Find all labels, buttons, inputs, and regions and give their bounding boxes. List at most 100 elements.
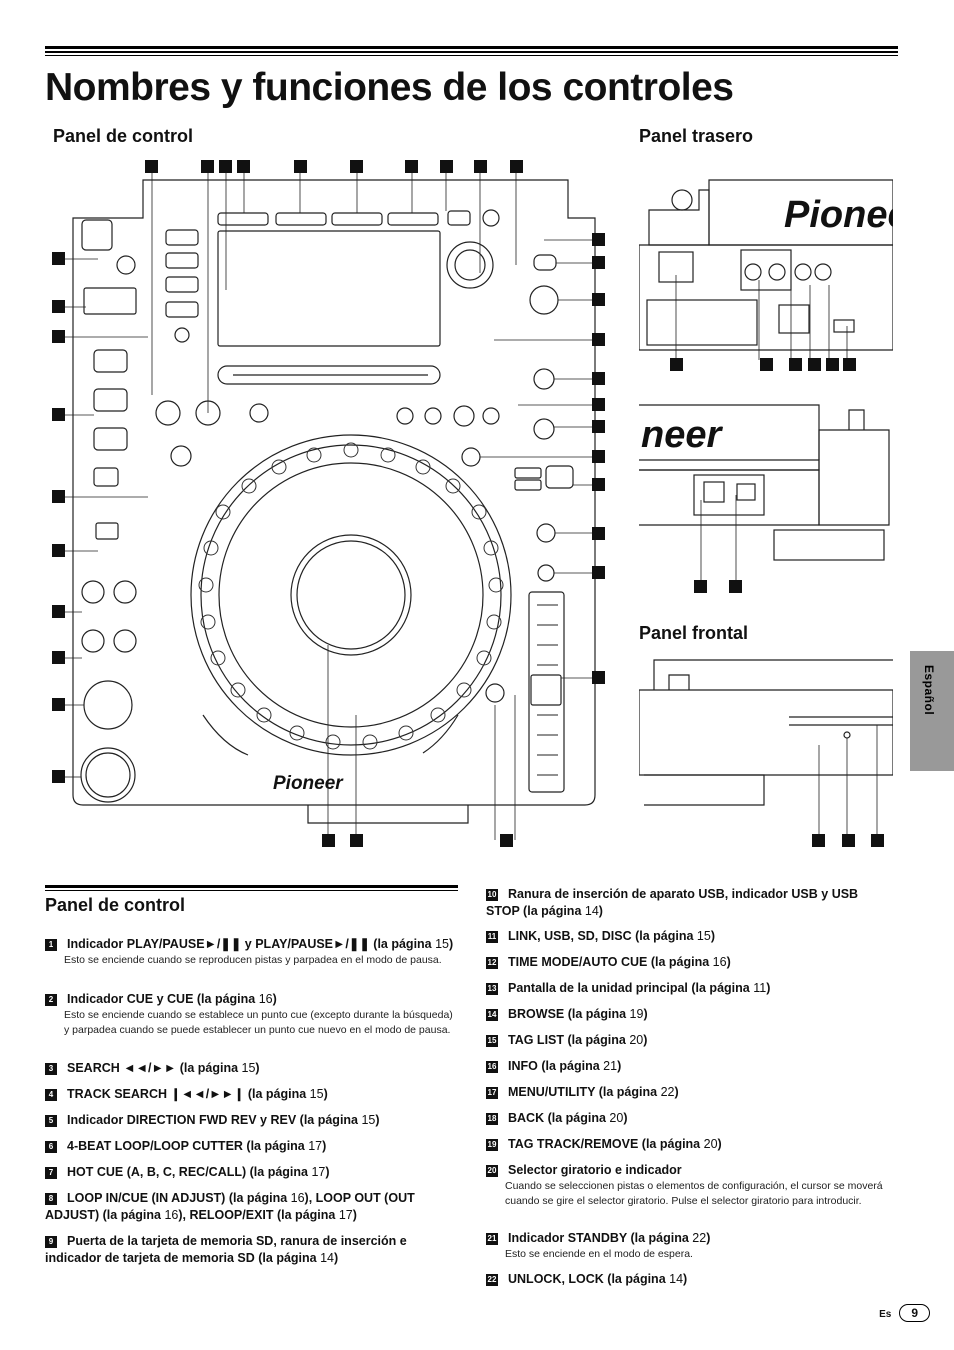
item-number: 3 [45,1063,57,1075]
callout-marker [592,256,605,269]
callout-marker [729,580,742,593]
item-number: 17 [486,1087,498,1099]
item-number: 2 [45,994,57,1006]
item-heading: BROWSE (la página 19) [508,1007,648,1021]
item-number: 5 [45,1115,57,1127]
rear-panel-heading: Panel trasero [639,126,754,146]
list-item: 13 Pantalla de la unidad principal (la pá… [486,980,886,997]
list-item: 1 Indicador PLAY/PAUSE►/❚❚ y PLAY/PAUSE►/… [45,936,455,968]
item-heading: HOT CUE (A, B, C, REC/CALL) (la página 1… [67,1165,330,1179]
language-tab: Español [910,651,954,771]
language-tab-label: Español [922,665,936,716]
list-item: 16 INFO (la página 21) [486,1058,886,1075]
list-item: 2 Indicador CUE y CUE (la página 16) Esto… [45,991,455,1037]
callout-marker [52,544,65,557]
front-panel-heading: Panel frontal [639,623,749,643]
list-item: 19 TAG TRACK/REMOVE (la página 20) [486,1136,886,1153]
control-panel-diagram: Pioneer [65,173,598,840]
callout-marker [500,834,513,847]
item-heading: UNLOCK, LOCK (la página 14) [508,1272,688,1286]
callout-marker [322,834,335,847]
top-rule-thin [45,55,898,56]
callout-marker [52,408,65,421]
callout-marker [826,358,839,371]
item-heading: TAG LIST (la página 20) [508,1033,648,1047]
item-number: 11 [486,931,498,943]
item-heading: TAG TRACK/REMOVE (la página 20) [508,1137,722,1151]
item-number: 22 [486,1274,498,1286]
rear-side-logo-text: neer [641,414,723,456]
callout-marker [592,233,605,246]
top-rule-mid [45,51,898,53]
item-description: Esto se enciende cuando se establece un … [64,1009,453,1036]
callout-marker [592,478,605,491]
callout-marker [440,160,453,173]
item-heading: Indicador PLAY/PAUSE►/❚❚ y PLAY/PAUSE►/❚… [67,937,454,951]
callout-marker [350,160,363,173]
item-number: 6 [45,1141,57,1153]
item-heading: LOOP IN/CUE (IN ADJUST) (la página 16), … [45,1191,415,1222]
item-number: 4 [45,1089,57,1101]
item-heading: TIME MODE/AUTO CUE (la página 16) [508,955,731,969]
item-number: 21 [486,1233,498,1245]
callout-marker [592,566,605,579]
list-item: 21 Indicador STANDBY (la página 22) Esto … [486,1230,886,1262]
item-number: 13 [486,983,498,995]
item-heading: Puerta de la tarjeta de memoria SD, ranu… [45,1234,407,1265]
callout-marker [405,160,418,173]
list-item: 14 BROWSE (la página 19) [486,1006,886,1023]
list-item: 7 HOT CUE (A, B, C, REC/CALL) (la página … [45,1164,455,1181]
pioneer-logo-text: Pioneer [273,773,344,794]
item-number: 20 [486,1165,498,1177]
item-heading: 4-BEAT LOOP/LOOP CUTTER (la página 17) [67,1139,327,1153]
callout-marker [52,605,65,618]
callout-marker [52,770,65,783]
front-panel-diagram [639,659,893,835]
item-heading: Indicador STANDBY (la página 22) [508,1231,711,1245]
callout-marker [871,834,884,847]
item-heading: Indicador DIRECTION FWD REV y REV (la pá… [67,1113,380,1127]
item-heading: BACK (la página 20) [508,1111,628,1125]
callout-marker [694,580,707,593]
item-description: Esto se enciende cuando se reproducen pi… [64,954,442,966]
callout-marker [474,160,487,173]
callout-marker [592,527,605,540]
item-number: 14 [486,1009,498,1021]
item-number: 7 [45,1167,57,1179]
item-number: 19 [486,1139,498,1151]
rear-panel-diagram: Pioneer [639,179,893,360]
top-rule-thick [45,46,898,49]
callout-marker [510,160,523,173]
callout-marker [52,330,65,343]
callout-marker [219,160,232,173]
item-number: 1 [45,939,57,951]
callout-marker [842,834,855,847]
callout-marker [760,358,773,371]
control-panel-heading: Panel de control [53,126,194,146]
item-heading: Indicador CUE y CUE (la página 16) [67,992,277,1006]
item-number: 8 [45,1193,57,1205]
item-heading: MENU/UTILITY (la página 22) [508,1085,679,1099]
callout-marker [592,671,605,684]
item-number: 15 [486,1035,498,1047]
callout-marker [201,160,214,173]
item-number: 16 [486,1061,498,1073]
item-heading: Pantalla de la unidad principal (la pági… [508,981,771,995]
callout-marker [350,834,363,847]
list-item: 22 UNLOCK, LOCK (la página 14) [486,1271,886,1288]
item-heading: INFO (la página 21) [508,1059,622,1073]
callout-marker [592,420,605,433]
item-description: Esto se enciende en el modo de espera. [505,1248,693,1260]
section-rule-thin [45,890,458,891]
section-title: Panel de control [45,895,186,915]
callout-marker [592,333,605,346]
